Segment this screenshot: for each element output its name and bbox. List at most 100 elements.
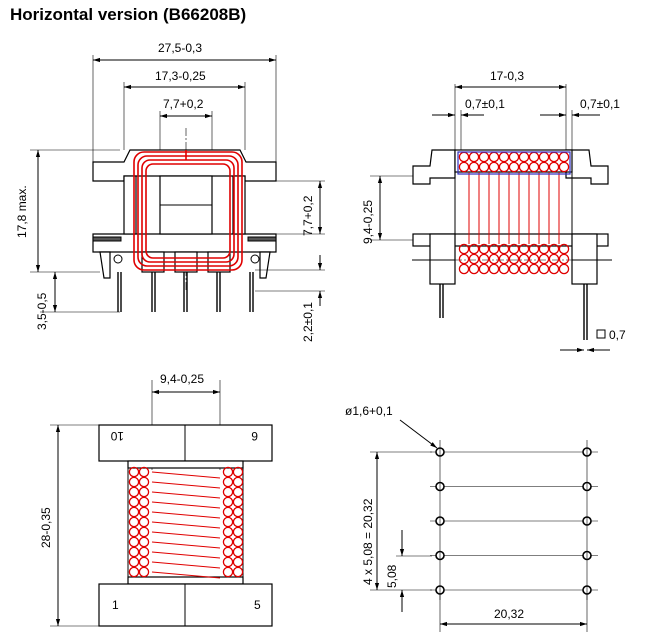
coil-turn xyxy=(222,506,234,518)
coil-turn xyxy=(222,476,234,488)
pcb-layout: ø1,6+0,1 4 x 5,08 = 20,32 5,08 20,32 xyxy=(345,404,598,632)
coil-turn xyxy=(478,253,490,265)
coil-turn xyxy=(138,566,150,578)
top-coil-left xyxy=(128,466,150,578)
dim-pitch-total: 4 x 5,08 = 20,32 xyxy=(361,498,375,585)
coil-turn xyxy=(508,263,520,275)
coil-turn xyxy=(138,466,150,478)
coil-turn xyxy=(508,253,520,265)
coil-turn xyxy=(478,161,490,173)
coil-turn xyxy=(558,263,570,275)
coil-turn xyxy=(138,486,150,498)
coil-turn xyxy=(128,526,140,538)
coil-turn xyxy=(138,526,150,538)
coil-turn xyxy=(508,243,520,255)
coil-turn xyxy=(128,516,140,528)
coil-turn xyxy=(548,243,560,255)
coil-turn xyxy=(138,516,150,528)
coil-turn xyxy=(558,243,570,255)
coil-turn xyxy=(128,566,140,578)
dim-flange-right: 0,7±0,1 xyxy=(580,97,620,111)
wire xyxy=(151,541,221,549)
coil-turn xyxy=(528,253,540,265)
coil-turn xyxy=(458,263,470,275)
dim-overall-width: 27,5-0,3 xyxy=(158,41,202,55)
dim-pin-offset: 2,2±0,1 xyxy=(301,302,315,342)
coil-turn xyxy=(498,161,510,173)
coil-turn xyxy=(128,486,140,498)
dim-hole: ø1,6+0,1 xyxy=(345,404,393,418)
front-view: 27,5-0,3 17,3-0,25 7,7+0,2 xyxy=(15,41,325,342)
coil-turn xyxy=(232,496,244,508)
top-view: 9,4-0,25 10 6 1 5 28-0,35 xyxy=(39,372,273,627)
label-pin-1: 1 xyxy=(112,598,119,612)
coil-turn xyxy=(138,476,150,488)
dim-row-spacing: 20,32 xyxy=(494,607,524,621)
page-title: Horizontal version (B66208B) xyxy=(10,5,246,24)
coil-turn xyxy=(538,263,550,275)
wire xyxy=(151,561,221,569)
coil-turn xyxy=(458,161,470,173)
label-pin-10: 10 xyxy=(110,429,124,443)
coil-turn xyxy=(478,243,490,255)
coil-turn xyxy=(232,536,244,548)
coil-turn xyxy=(458,253,470,265)
coil-turn xyxy=(222,526,234,538)
coil-turn xyxy=(232,566,244,578)
coil-turn xyxy=(128,536,140,548)
dim-side-length: 17-0,3 xyxy=(490,69,524,83)
coil-turn xyxy=(488,253,500,265)
wire xyxy=(151,511,221,519)
coil-turn xyxy=(468,161,480,173)
dim-core-width: 7,7+0,2 xyxy=(163,97,204,111)
label-pin-5: 5 xyxy=(254,598,261,612)
wire xyxy=(151,471,221,479)
top-coil-right xyxy=(222,466,244,578)
coil-turn xyxy=(558,253,570,265)
label-pin-6: 6 xyxy=(251,429,258,443)
coil-turn xyxy=(222,466,234,478)
coil-turn xyxy=(232,466,244,478)
dim-top-winding-width: 9,4-0,25 xyxy=(160,372,204,386)
coil-turn xyxy=(232,526,244,538)
coil-turn xyxy=(232,476,244,488)
coil-turn xyxy=(138,506,150,518)
coil-turn xyxy=(518,253,530,265)
coil-turn xyxy=(222,486,234,498)
wire xyxy=(151,531,221,539)
coil-turn xyxy=(222,536,234,548)
coil-turn xyxy=(232,556,244,568)
wire xyxy=(151,571,221,579)
dim-pin-length: 3,5-0,5 xyxy=(35,292,49,330)
coil-turn xyxy=(138,556,150,568)
coil-turn xyxy=(518,263,530,275)
dim-winding-height: 9,4-0,25 xyxy=(361,200,375,244)
side-coil-bottom xyxy=(458,243,570,275)
coil-turn xyxy=(498,253,510,265)
wire xyxy=(151,491,221,499)
coil-turn xyxy=(528,161,540,173)
coil-turn xyxy=(548,161,560,173)
coil-turn xyxy=(558,161,570,173)
coil-turn xyxy=(128,476,140,488)
coil-turn xyxy=(468,243,480,255)
coil-turn xyxy=(232,516,244,528)
coil-turn xyxy=(538,253,550,265)
coil-turn xyxy=(128,506,140,518)
coil-turn xyxy=(222,496,234,508)
coil-turn xyxy=(508,161,520,173)
coil-turn xyxy=(548,263,560,275)
coil-turn xyxy=(128,546,140,558)
coil-turn xyxy=(128,556,140,568)
dim-window-height: 7,7+0,2 xyxy=(301,195,315,236)
dim-top-length: 28-0,35 xyxy=(39,507,53,548)
coil-turn xyxy=(488,243,500,255)
coil-turn xyxy=(138,536,150,548)
coil-turn xyxy=(128,466,140,478)
coil-turn xyxy=(518,161,530,173)
coil-turn xyxy=(222,546,234,558)
coil-turn xyxy=(138,496,150,508)
coil-turn xyxy=(222,556,234,568)
wire xyxy=(151,521,221,529)
